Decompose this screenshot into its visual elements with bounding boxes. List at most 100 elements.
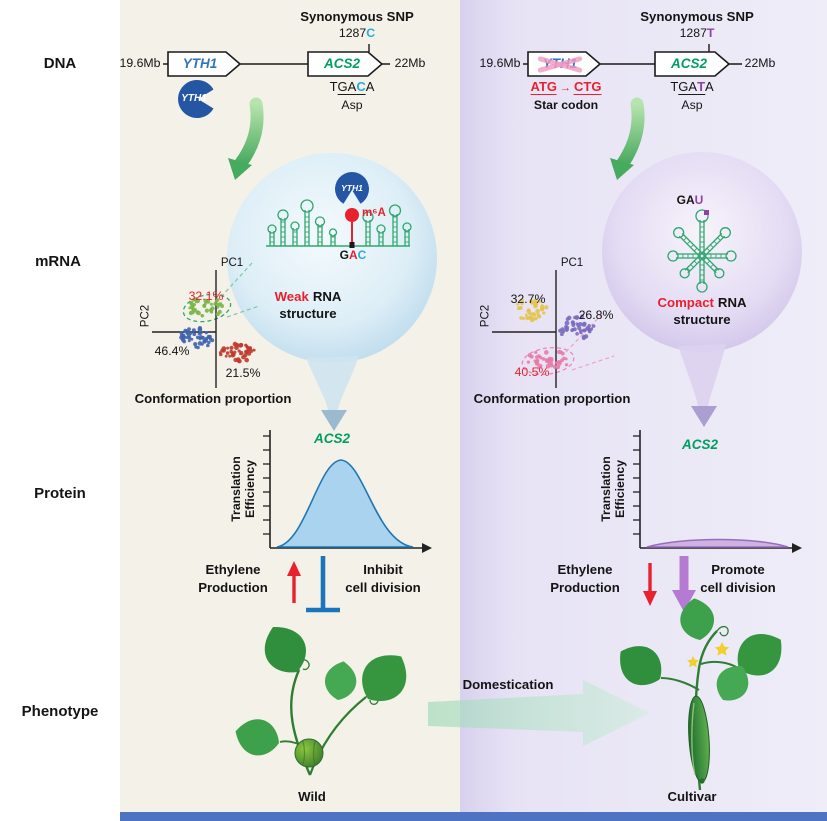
pca-caption-left: Conformation proportion <box>134 391 292 406</box>
wild-plant <box>230 617 419 776</box>
aa-label-left: Asp <box>341 98 363 112</box>
m6a-mark-icon <box>345 208 359 222</box>
start-codon-change: ATG→CTG <box>530 79 602 95</box>
cultivar-plant <box>609 596 793 791</box>
yth1-protein-icon <box>178 80 214 118</box>
rna-structure-right <box>667 209 737 293</box>
row-label-dna: DNA <box>43 55 77 72</box>
transcription-arrow-left <box>228 97 264 180</box>
te-plot-left <box>263 430 432 553</box>
ethylene-label-right-2: Production <box>550 580 620 595</box>
snp-pos: 1287 <box>338 26 367 40</box>
pca-plot-left <box>152 270 256 388</box>
phenotype-label-cultivar: Cultivar <box>667 789 717 804</box>
coord-end-right: 22Mb <box>744 56 776 70</box>
coord-start-right: 19.6Mb <box>479 56 521 70</box>
effect-label-right-1: Promote <box>711 562 765 577</box>
m6a-site-tick <box>349 242 355 248</box>
flower-icon <box>714 642 730 656</box>
right-arrow-icon: → <box>560 82 572 94</box>
site-gac: GAC <box>339 248 367 262</box>
snp-title-right: Synonymous SNP <box>640 9 754 24</box>
pct-yellow-right: 32.7% <box>510 292 546 306</box>
scatter-points-left <box>179 297 256 364</box>
pc1-label-right: PC1 <box>560 257 584 269</box>
pc2-label-right: PC2 <box>479 304 492 328</box>
gene-acs2-right: ACS2 <box>670 56 708 71</box>
pct-purple-right: 26.8% <box>578 308 614 322</box>
gene-acs2-left: ACS2 <box>323 56 361 71</box>
rna-structure-left <box>267 199 412 246</box>
row-label-mrna: mRNA <box>35 253 81 270</box>
phenotype-label-wild: Wild <box>298 789 326 804</box>
pc2-label-left: PC2 <box>139 304 152 328</box>
snp-value-left: 1287C <box>338 26 376 41</box>
pct-green-left: 32.1% <box>188 289 224 303</box>
effect-label-left-2: cell division <box>345 580 421 595</box>
te-curve-high <box>276 459 414 548</box>
down-arrow-icon <box>691 406 717 427</box>
pca-caption-right: Conformation proportion <box>473 391 631 406</box>
domestication-arrow <box>428 680 650 746</box>
bubble-yth1-label: YTH1 <box>341 183 363 193</box>
yth1-protein-icon <box>335 171 370 204</box>
row-label-protein: Protein <box>34 485 86 502</box>
bottom-bar <box>120 812 827 821</box>
snp-site-tick <box>704 210 709 215</box>
inhibit-icon <box>306 556 340 613</box>
wild-fruit <box>294 738 324 768</box>
snp-base: T <box>706 26 715 40</box>
snp-pos: 1287 <box>679 26 707 40</box>
snp-value-right: 1287T <box>679 26 715 41</box>
ethylene-down-arrow-icon <box>643 563 657 606</box>
ethylene-label-right-1: Ethylene <box>557 562 613 577</box>
snp-base: C <box>366 26 376 40</box>
pc1-label-left: PC1 <box>220 257 244 269</box>
gene-map-right <box>523 44 742 77</box>
pca-plot-right <box>492 270 596 388</box>
pct-red-left: 21.5% <box>225 366 261 380</box>
domestication-label: Domestication <box>462 677 554 692</box>
ethylene-up-arrow-icon <box>287 561 301 603</box>
down-arrow-icon <box>321 410 347 431</box>
te-gene-right: ACS2 <box>681 437 719 452</box>
flower-icon <box>687 656 699 668</box>
coord-start-left: 19.6Mb <box>119 56 161 70</box>
effect-label-right-2: cell division <box>700 580 776 595</box>
ethylene-label-left-1: Ethylene <box>205 562 261 577</box>
pct-pink-right: 40.5% <box>514 365 550 379</box>
effect-label-left-1: Inhibit <box>363 562 403 577</box>
codon-left: TGACA <box>329 79 375 95</box>
tendril-icon <box>716 625 729 637</box>
codon-right: TGATA <box>670 79 714 95</box>
promote-arrow-icon <box>672 556 696 612</box>
zoom-connector-left <box>182 262 260 323</box>
yth1-m6a-complex <box>335 171 370 248</box>
coord-end-left: 22Mb <box>394 56 426 70</box>
gene-yth1-right: YTH1 <box>542 56 578 71</box>
m6a-label: m⁶A <box>362 207 386 219</box>
gene-map-left <box>163 44 390 118</box>
te-gene-left: ACS2 <box>313 431 351 446</box>
te-plot-right <box>633 430 802 553</box>
cucumber-fruit <box>688 695 710 783</box>
rna-bubble-left <box>227 153 437 431</box>
scatter-points-right <box>516 298 596 370</box>
snp-title-left: Synonymous SNP <box>300 9 414 24</box>
zoom-connector-right <box>521 311 615 376</box>
te-curve-low <box>646 538 789 548</box>
gene-yth1-left: YTH1 <box>182 56 218 71</box>
structure-desc-right-2: structure <box>673 312 731 327</box>
row-label-phenotype: Phenotype <box>21 703 99 720</box>
transcription-arrow-right <box>610 97 645 180</box>
start-codon-caption: Star codon <box>533 98 599 112</box>
site-gau: GAU <box>676 193 704 207</box>
ethylene-label-left-2: Production <box>198 580 268 595</box>
aa-label-right: Asp <box>681 98 703 112</box>
